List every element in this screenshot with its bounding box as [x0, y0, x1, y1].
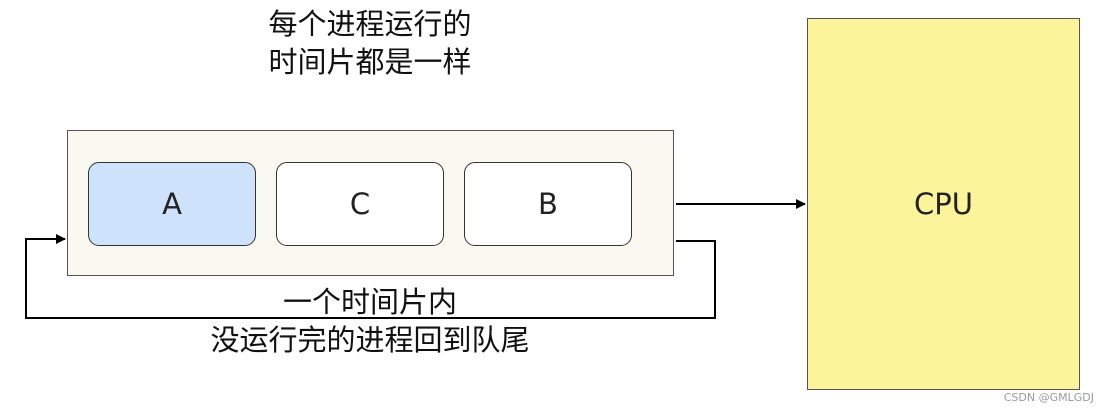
- top-caption-line-2: 时间片都是一样: [268, 44, 472, 79]
- return-to-tail-arrow: [25, 234, 716, 319]
- top-caption-line-1: 每个进程运行的: [268, 7, 472, 41]
- process-a-box: A: [88, 162, 256, 246]
- cpu-box: CPU: [807, 18, 1080, 390]
- cpu-label: CPU: [914, 187, 973, 221]
- process-b-box: B: [464, 162, 632, 246]
- process-c-label: C: [349, 187, 371, 221]
- bottom-caption-line-2: 没运行完的进程回到队尾: [210, 322, 530, 357]
- bottom-caption: 一个时间片内 没运行完的进程回到队尾: [150, 284, 590, 359]
- process-a-label: A: [162, 187, 182, 221]
- process-c-box: C: [276, 162, 444, 246]
- watermark: CSDN @GMLGDJ: [1003, 391, 1094, 404]
- bottom-caption-line-1: 一个时间片内: [282, 285, 457, 319]
- top-caption: 每个进程运行的 时间片都是一样: [170, 6, 570, 81]
- process-b-label: B: [538, 187, 558, 221]
